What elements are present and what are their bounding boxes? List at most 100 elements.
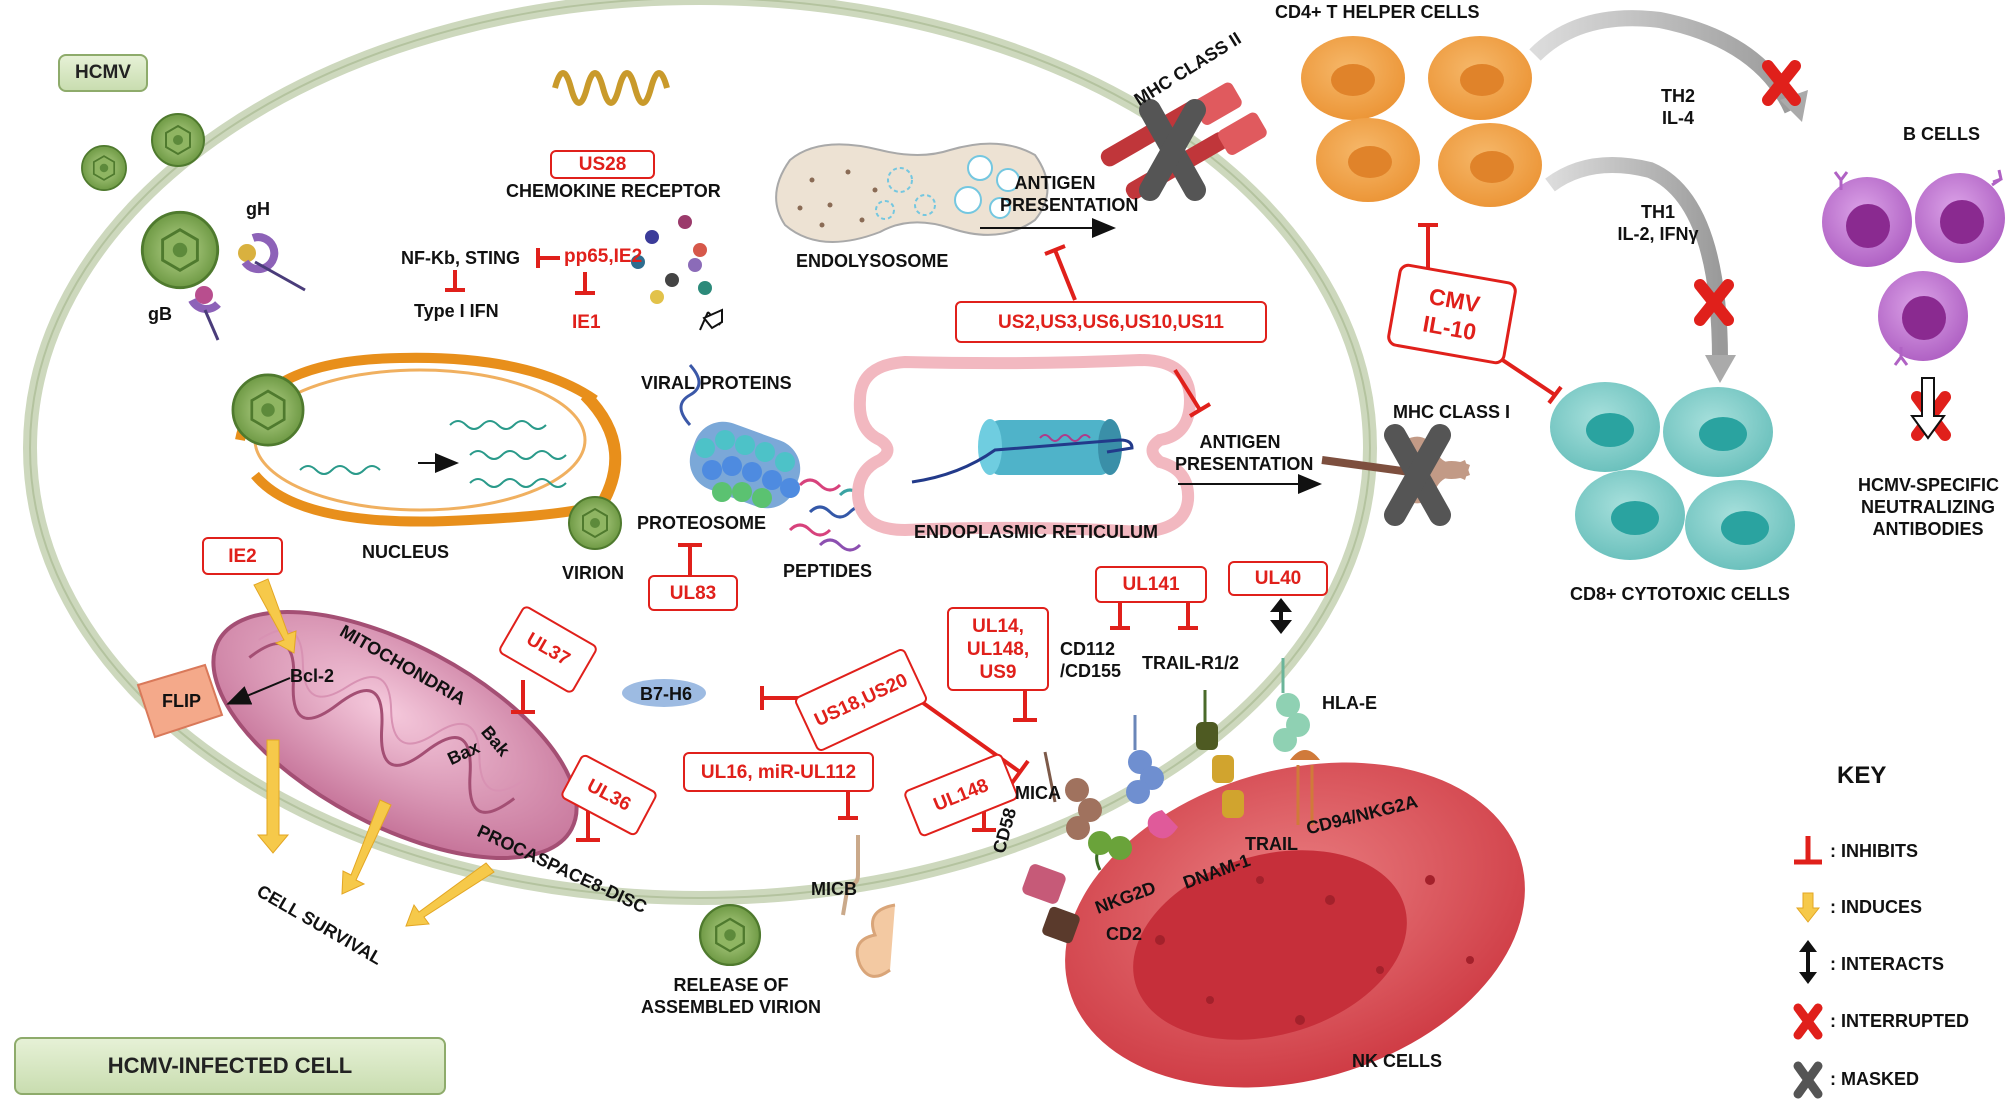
induce-arrows bbox=[253, 578, 495, 927]
presentation-line: PRESENTATION bbox=[1000, 195, 1139, 215]
endolysosome-label: ENDOLYSOSOME bbox=[796, 251, 949, 271]
gh-receptor-icon bbox=[238, 233, 306, 292]
interrupted-x-icon bbox=[1694, 279, 1734, 326]
nk-cells-label: NK CELLS bbox=[1352, 1051, 1442, 1071]
ie1-label: IE1 bbox=[572, 312, 601, 333]
endoplasmic-reticulum-label: ENDOPLASMIC RETICULUM bbox=[914, 522, 1158, 542]
mhc-class-i-label: MHC CLASS I bbox=[1393, 402, 1510, 422]
micb-label: MICB bbox=[811, 879, 857, 899]
antigen-presentation-label-1: ANTIGEN PRESENTATION bbox=[1000, 172, 1139, 216]
nucleus-label: NUCLEUS bbox=[362, 542, 450, 562]
proteosome-label: PROTEOSOME bbox=[637, 513, 767, 533]
us28-box: US28 bbox=[550, 150, 655, 179]
gb-label: gB bbox=[148, 304, 172, 324]
masked-x-icon bbox=[1384, 424, 1451, 526]
flip-label: FLIP bbox=[162, 691, 201, 711]
flip-icon bbox=[136, 663, 224, 739]
key-inhibit-icon bbox=[1794, 836, 1822, 865]
cd8-cytotoxic-cells-label: CD8+ CYTOTOXIC CELLS bbox=[1570, 584, 1790, 604]
viral-dna-strands bbox=[299, 420, 567, 488]
chemokine-receptor-icon bbox=[552, 70, 670, 106]
type-i-ifn-label: Type I IFN bbox=[414, 301, 499, 321]
gb-receptor-icon bbox=[188, 286, 221, 341]
virion-icon bbox=[140, 210, 220, 290]
hcmv-specific-line: HCMV-SPECIFIC bbox=[1858, 475, 2000, 495]
infected-cell-badge: HCMV-INFECTED CELL bbox=[14, 1037, 446, 1095]
nfkb-sting-label: NF-Kb, STING bbox=[401, 248, 520, 268]
proteosome-icon bbox=[679, 363, 801, 509]
trail-r12-label: TRAIL-R1/2 bbox=[1142, 653, 1240, 673]
cd4-t-helper-cells-label: CD4+ T HELPER CELLS bbox=[1275, 2, 1480, 22]
masked-x-icon bbox=[1139, 99, 1206, 201]
release-line: RELEASE OF bbox=[673, 975, 789, 995]
antigen-presentation-label-2: ANTIGEN PRESENTATION bbox=[1175, 431, 1314, 475]
il4-line: IL-4 bbox=[1661, 108, 1694, 128]
us2-us3-us6-us10-us11-box: US2,US3,US6,US10,US11 bbox=[955, 301, 1267, 343]
presentation-line: PRESENTATION bbox=[1175, 454, 1314, 474]
antibodies-line: ANTIBODIES bbox=[1872, 519, 1984, 539]
mica-receptor-icon bbox=[1043, 751, 1132, 871]
key-masked-icon bbox=[1793, 1061, 1823, 1099]
th1-label: TH1 IL-2, IFNγ bbox=[1598, 201, 1718, 245]
mitochondria-icon bbox=[211, 609, 579, 861]
bcl2-label: Bcl-2 bbox=[290, 666, 335, 686]
us9-line: US9 bbox=[979, 661, 1017, 683]
cd4-t-helper-cell-icon bbox=[1301, 36, 1542, 207]
b7-h6-icon bbox=[622, 679, 706, 707]
antigen-line: ANTIGEN bbox=[1199, 432, 1281, 452]
key-induces-label: : INDUCES bbox=[1830, 897, 1923, 917]
antibody-hollow-arrow-icon bbox=[1910, 377, 1946, 440]
er-channel-icon bbox=[911, 419, 1134, 484]
cd8-cytotoxic-cell-icon bbox=[1550, 382, 1795, 570]
hollow-arrow-icon bbox=[702, 308, 723, 330]
th1-line: TH1 bbox=[1640, 202, 1675, 222]
trail-label: TRAIL bbox=[1245, 834, 1298, 854]
cd155-line: /CD155 bbox=[1060, 661, 1122, 681]
nk-cell-icon bbox=[1065, 762, 1525, 1088]
release-virion-label: RELEASE OF ASSEMBLED VIRION bbox=[636, 974, 826, 1018]
il2-ifng-line: IL-2, IFNγ bbox=[1617, 224, 1699, 244]
virion-icon bbox=[151, 113, 205, 167]
assembled-virion-line: ASSEMBLED VIRION bbox=[640, 997, 822, 1017]
key-interrupted-icon bbox=[1793, 1003, 1823, 1040]
key-induce-icon bbox=[1795, 892, 1821, 923]
antigen-line: ANTIGEN bbox=[1014, 173, 1096, 193]
cd58-receptor-icon bbox=[1022, 864, 1080, 944]
gh-label: gH bbox=[246, 199, 270, 219]
cd112-cd155-label: CD112 /CD155 bbox=[1060, 638, 1121, 682]
cd112-receptor-icon bbox=[1126, 715, 1178, 839]
interrupted-x-icon bbox=[1762, 60, 1801, 106]
virion-icon bbox=[568, 496, 622, 550]
ul141-box: UL141 bbox=[1095, 566, 1207, 603]
key-interacts-icon bbox=[1799, 940, 1817, 984]
virion-icon bbox=[81, 145, 127, 191]
hla-e-label: HLA-E bbox=[1322, 693, 1377, 713]
key-masked-label: : MASKED bbox=[1830, 1069, 1919, 1089]
micb-receptor-icon bbox=[841, 835, 896, 978]
ie2-box: IE2 bbox=[202, 537, 283, 575]
nucleus-virion-icon bbox=[231, 373, 305, 447]
hcmv-specific-antibodies-label: HCMV-SPECIFIC NEUTRALIZING ANTIBODIES bbox=[1858, 474, 2000, 540]
th2-label: TH2 IL-4 bbox=[1638, 85, 1718, 129]
cell-membrane-outline bbox=[29, 0, 1371, 899]
cd112-line: CD112 bbox=[1060, 639, 1116, 659]
trail-r-receptor-icon bbox=[1196, 690, 1244, 818]
ul83-box: UL83 bbox=[648, 575, 738, 611]
th1-curved-arrow bbox=[1545, 157, 1728, 361]
viral-proteins-icon bbox=[631, 215, 712, 304]
ul14-ul148-us9-box: UL14, UL148, US9 bbox=[947, 607, 1049, 691]
viral-proteins-label: VIRAL PROTEINS bbox=[641, 373, 792, 393]
pp65-ie2-label: pp65,IE2 bbox=[564, 246, 643, 267]
b-cells-label: B CELLS bbox=[1903, 124, 1981, 144]
ul14-line: UL14, bbox=[972, 615, 1024, 637]
hla-e-receptor-icon bbox=[1273, 658, 1320, 825]
neutralizing-line: NEUTRALIZING bbox=[1861, 497, 1995, 517]
hcmv-badge: HCMV bbox=[58, 54, 148, 92]
key-title: KEY bbox=[1837, 762, 1887, 789]
key-inhibits-label: : INHIBITS bbox=[1830, 841, 1918, 861]
b-cell-icon bbox=[1822, 169, 2005, 366]
key-interrupted-label: : INTERRUPTED bbox=[1830, 1011, 1969, 1031]
virion-label: VIRION bbox=[562, 563, 625, 583]
ul40-box: UL40 bbox=[1228, 561, 1328, 596]
